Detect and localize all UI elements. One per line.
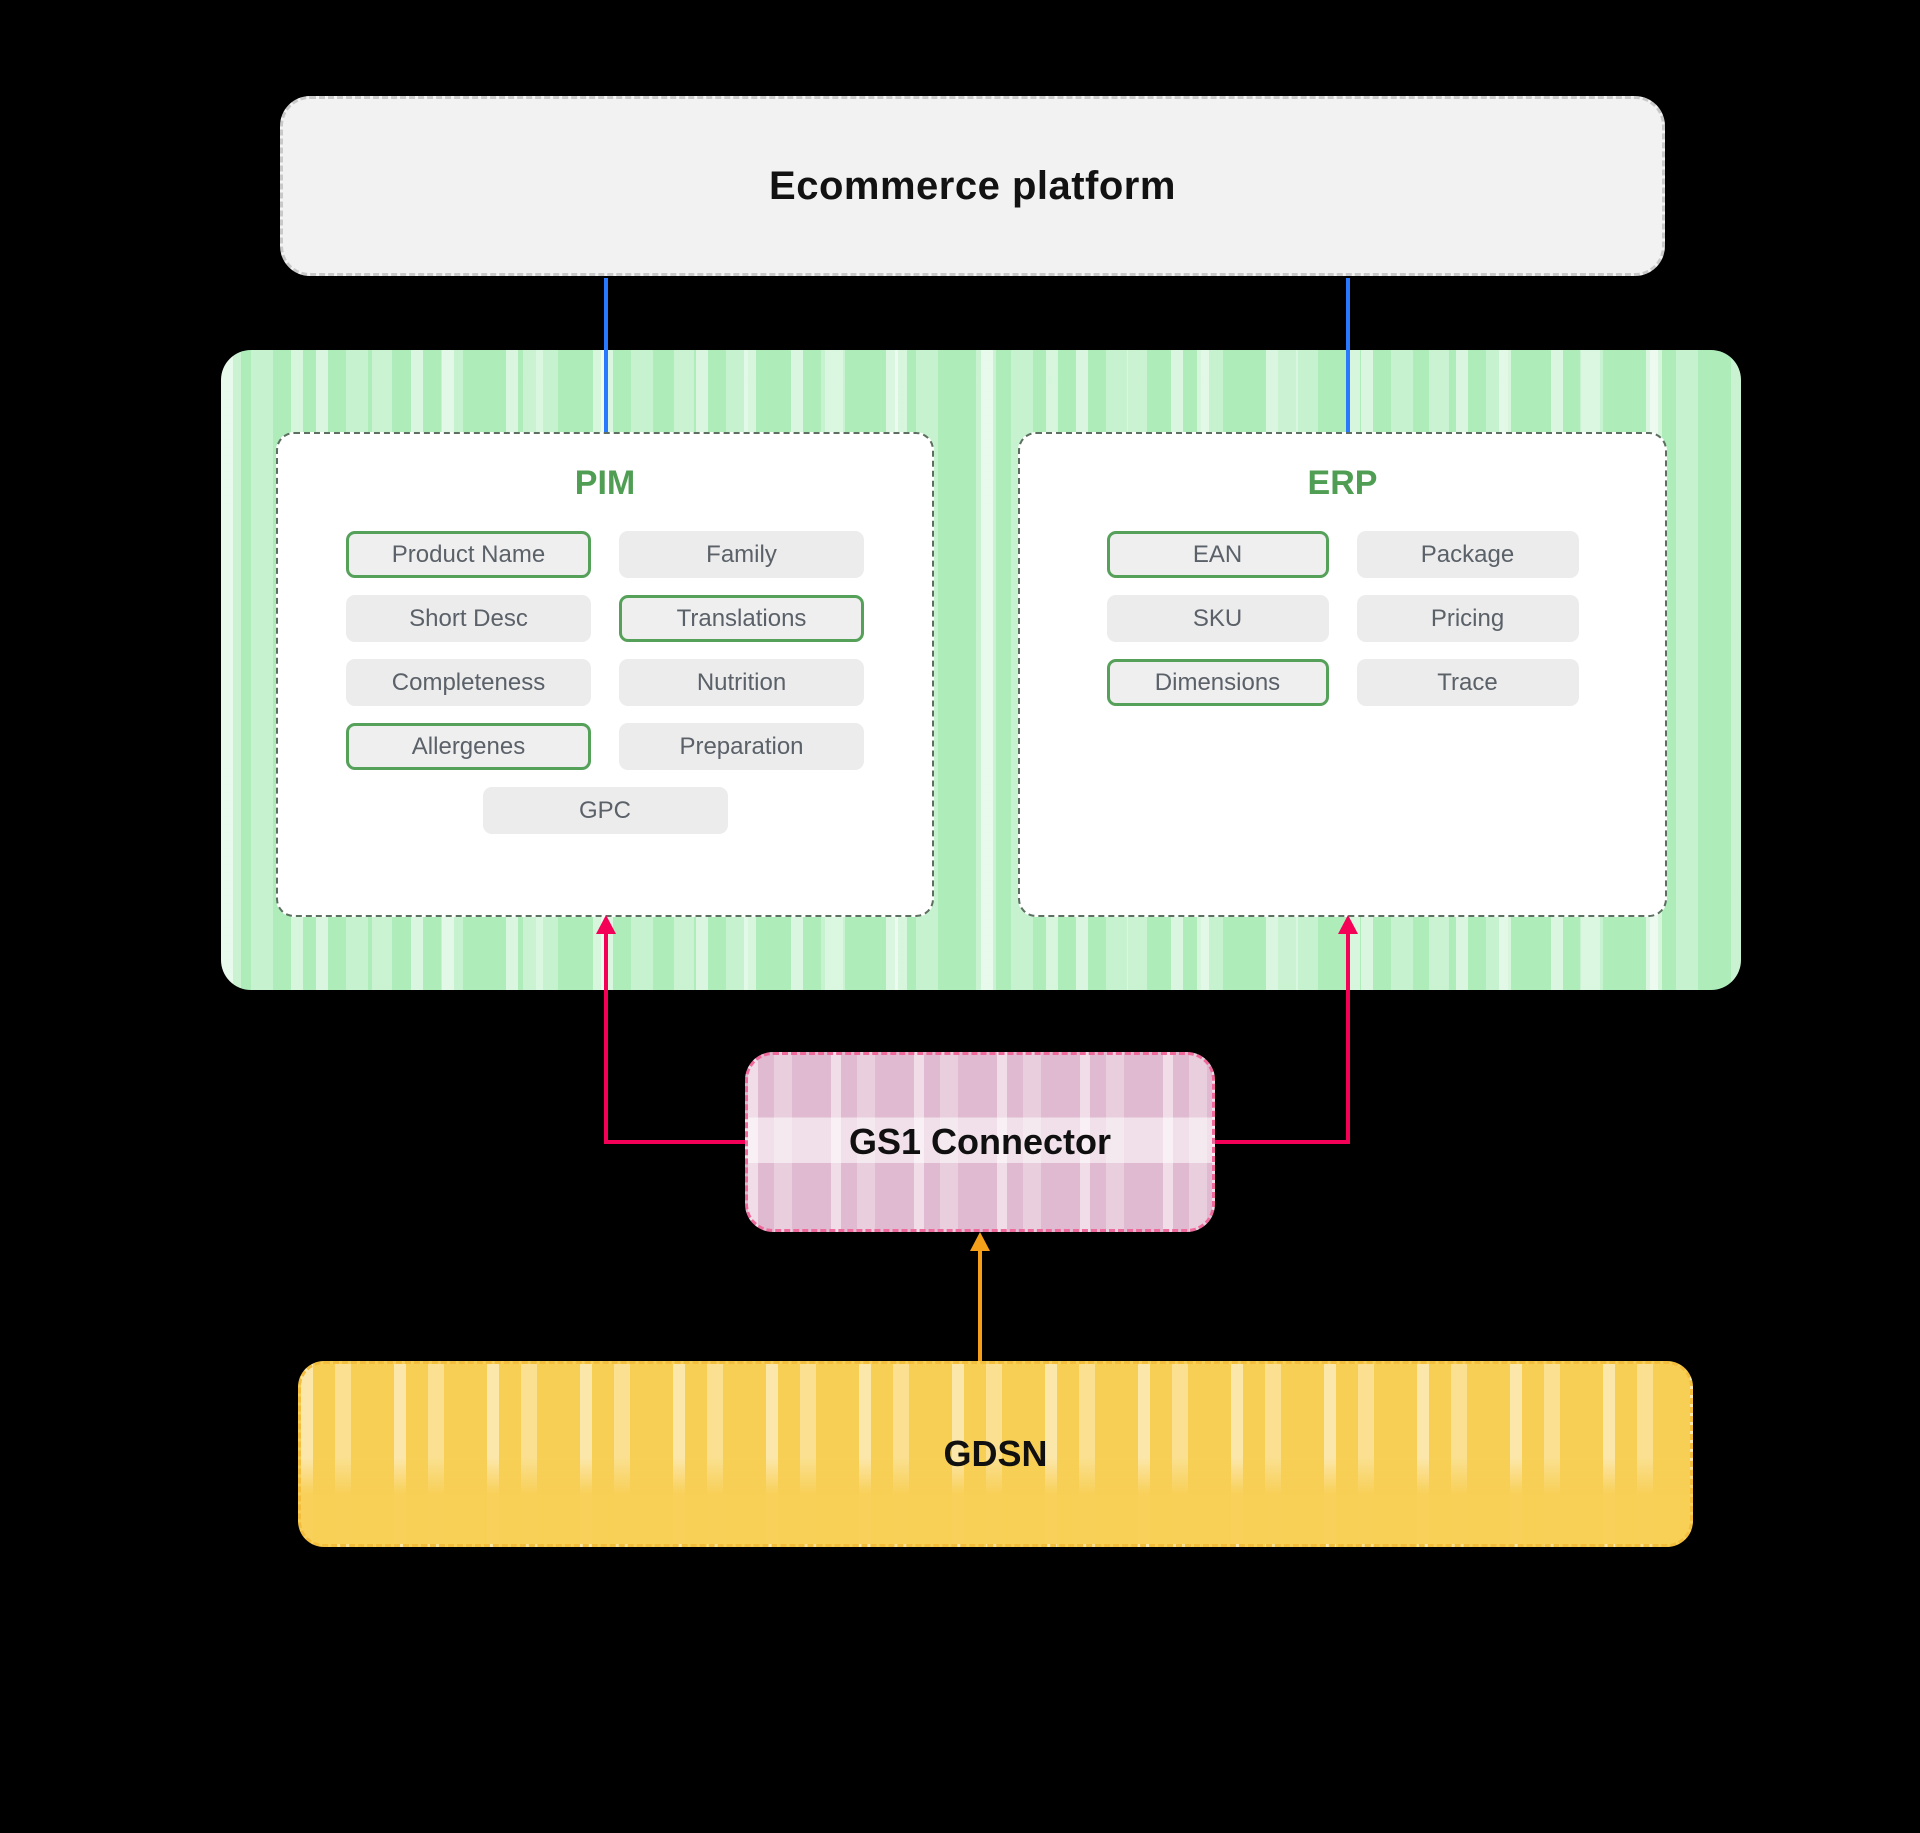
tag-translations: Translations <box>619 595 864 642</box>
gs1-connector-box: GS1 Connector <box>745 1052 1215 1232</box>
pim-title: PIM <box>574 464 636 502</box>
pim-module: PIM Product Name Family Short Desc Trans… <box>276 432 934 917</box>
tag-pricing: Pricing <box>1356 595 1579 642</box>
ecommerce-platform-label: Ecommerce platform <box>769 163 1176 208</box>
tag-product-name: Product Name <box>346 531 591 578</box>
pim-tag-row: Completeness Nutrition <box>346 659 864 706</box>
erp-module: ERP EAN Package SKU Pricing Dimensions T… <box>1018 432 1667 917</box>
ecommerce-platform-box: Ecommerce platform <box>280 96 1665 276</box>
tag-sku: SKU <box>1106 595 1329 642</box>
gs1-connector-label: GS1 Connector <box>848 1121 1112 1162</box>
gdsn-box: GDSN <box>298 1361 1693 1547</box>
pim-tag-row: Allergenes Preparation <box>346 723 864 770</box>
tag-dimensions: Dimensions <box>1106 659 1329 706</box>
tag-ean: EAN <box>1106 531 1329 578</box>
tag-nutrition: Nutrition <box>619 659 864 706</box>
green-barcode-panel: PIM Product Name Family Short Desc Trans… <box>221 350 1741 990</box>
tag-gpc: GPC <box>482 787 728 834</box>
pim-tag-row: Product Name Family <box>346 531 864 578</box>
erp-title: ERP <box>1307 464 1378 502</box>
tag-short-desc: Short Desc <box>346 595 591 642</box>
pim-tag-row: Short Desc Translations <box>346 595 864 642</box>
tag-completeness: Completeness <box>346 659 591 706</box>
erp-tag-row: EAN Package <box>1106 531 1579 578</box>
pim-tag-grid: Product Name Family Short Desc Translati… <box>346 531 864 834</box>
tag-family: Family <box>619 531 864 578</box>
tag-trace: Trace <box>1356 659 1579 706</box>
erp-tag-row: SKU Pricing <box>1106 595 1579 642</box>
tag-package: Package <box>1356 531 1579 578</box>
pim-tag-row: GPC <box>482 787 728 834</box>
erp-tag-grid: EAN Package SKU Pricing Dimensions Trace <box>1106 531 1579 706</box>
tag-preparation: Preparation <box>619 723 864 770</box>
gdsn-label: GDSN <box>943 1433 1048 1474</box>
tag-allergenes: Allergenes <box>346 723 591 770</box>
arrowhead-gdsn-gs1 <box>970 1232 990 1251</box>
erp-tag-row: Dimensions Trace <box>1106 659 1579 706</box>
